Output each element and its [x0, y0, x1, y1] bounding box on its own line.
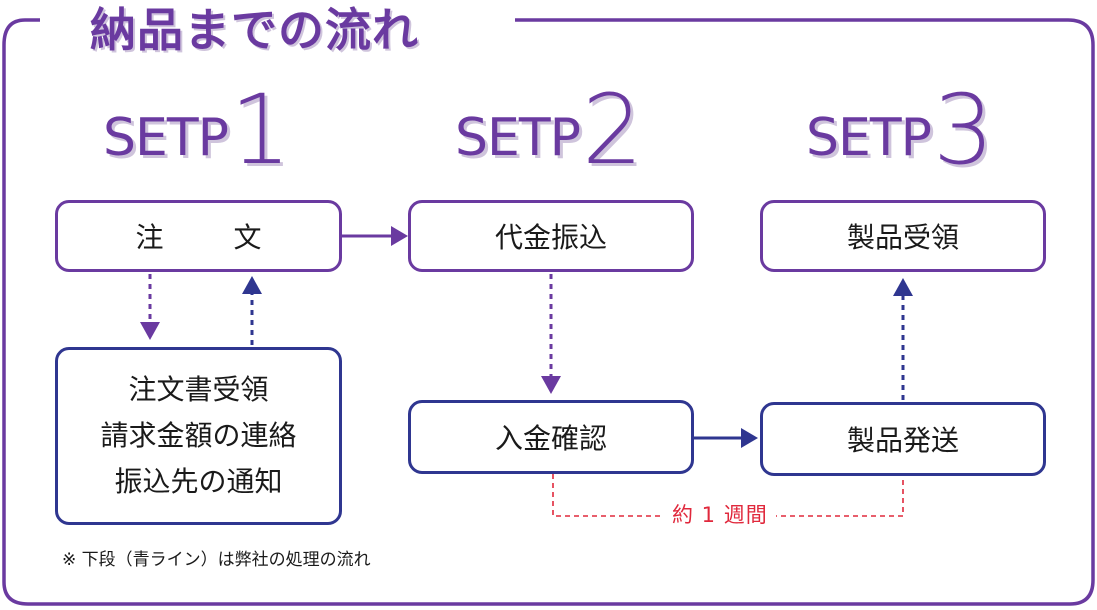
payment-label: 代金振込 — [494, 221, 607, 254]
receive-label: 製品受領 — [846, 221, 959, 254]
step-2-label: SETP 2 — [455, 78, 643, 178]
arrowhead-process-to-order — [242, 276, 262, 294]
arrowhead-shipping-to-receive — [893, 278, 913, 296]
order-label-part2: 文 — [233, 221, 262, 254]
step-number: 1 — [229, 74, 292, 186]
shipping-label: 製品発送 — [846, 424, 959, 457]
order-process-line-3: 振込先の通知 — [114, 465, 283, 498]
step-word: SETP — [103, 108, 229, 168]
order-process-line-2: 請求金額の連絡 — [100, 419, 297, 452]
receive-box: 製品受領 — [760, 200, 1046, 272]
deposit-box: 入金確認 — [408, 400, 694, 474]
deposit-label: 入金確認 — [494, 422, 607, 455]
outer-border — [2, 18, 1095, 606]
shipping-box: 製品発送 — [760, 402, 1046, 476]
step-1-label: SETP 1 — [103, 78, 291, 178]
order-process-box: 注文書受領 請求金額の連絡 振込先の通知 — [55, 347, 342, 525]
footnote: ※ 下段（青ライン）は弊社の処理の流れ — [62, 550, 371, 570]
order-box: 注文 — [55, 200, 342, 272]
step-number: 3 — [932, 74, 995, 186]
step-word: SETP — [806, 108, 932, 168]
step-3-label: SETP 3 — [806, 78, 994, 178]
arrowhead-order-to-payment — [391, 226, 408, 246]
arrowhead-deposit-to-shipping — [741, 428, 758, 448]
arrowhead-order-to-process — [140, 322, 160, 340]
arrowhead-payment-to-deposit — [541, 376, 561, 394]
payment-box: 代金振込 — [408, 200, 694, 272]
order-process-line-1: 注文書受領 — [128, 373, 269, 406]
duration-label: 約 1 週間 — [664, 500, 776, 530]
step-number: 2 — [581, 74, 644, 186]
order-label-part1: 注 — [135, 221, 164, 254]
step-word: SETP — [455, 108, 581, 168]
page-title: 納品までの流れ — [80, 2, 429, 58]
